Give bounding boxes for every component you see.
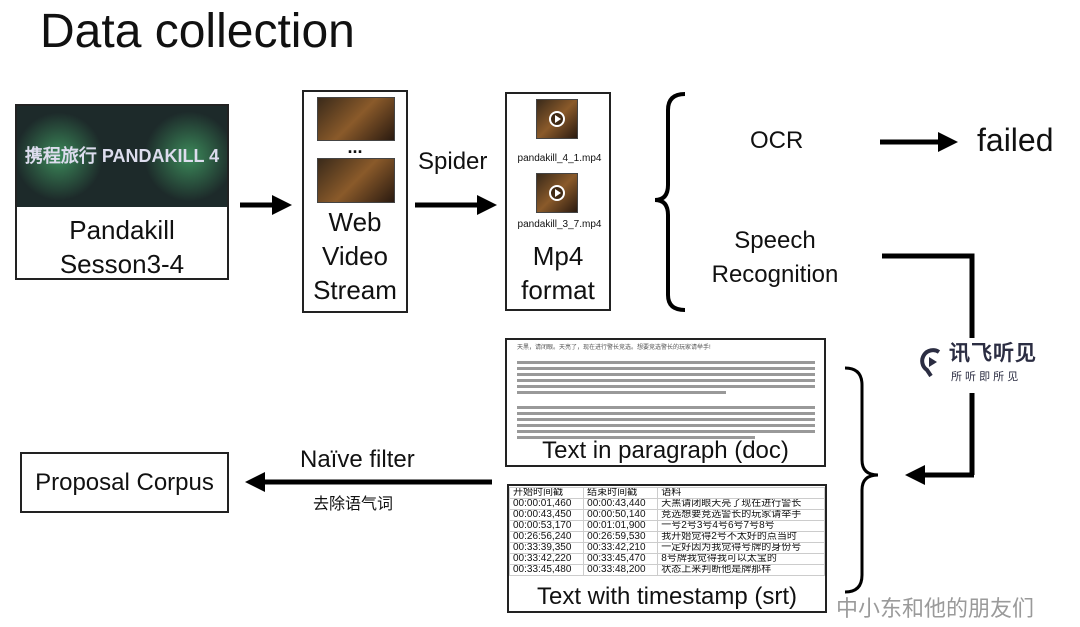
doc-paragraph-text <box>517 358 815 442</box>
doc-box: 天黑，请闭眼。天亮了，现在进行警长竞选。想要竞选警长的玩家请举手! Text i… <box>505 338 826 467</box>
srt-cell: 00:33:42,220 <box>508 553 585 565</box>
srt-cell: 我开始觉得2号不太好的点当时 <box>657 531 825 543</box>
web-video-box: ... Web Video Stream <box>302 90 408 313</box>
doc-first-line: 天黑，请闭眼。天亮了，现在进行警长竞选。想要竞选警长的玩家请举手! <box>517 345 711 351</box>
source-box: 携程旅行 PANDAKILL 4 Pandakill Sesson3-4 <box>15 104 229 280</box>
srt-cell: 00:01:01,900 <box>583 520 659 532</box>
mp4-line2: format <box>521 275 595 305</box>
source-line2: Sesson3-4 <box>59 249 185 279</box>
slide-title: Data collection <box>40 5 355 58</box>
mp4-thumbnail[interactable] <box>536 99 578 139</box>
play-icon <box>549 111 565 127</box>
watermark: 中小东和他的朋友们 <box>836 596 1035 621</box>
srt-cell: 一定好因为我觉得号牌的身份号 <box>657 542 825 554</box>
failed-label: failed <box>977 122 1054 158</box>
srt-cell: 00:26:59,530 <box>583 531 659 543</box>
mp4-file-name: pandakill_4_1.mp4 <box>517 153 602 164</box>
doc-caption: Text in paragraph (doc) <box>542 437 789 464</box>
srt-header-cell: 开始时间戳 <box>508 487 585 499</box>
srt-cell: 一号2号3号4号6号7号8号 <box>657 520 825 532</box>
filter-sub-label: 去除语气词 <box>313 496 394 513</box>
srt-cell: 00:33:39,350 <box>508 542 585 554</box>
pandakill-banner-image: 携程旅行 PANDAKILL 4 <box>17 106 227 207</box>
srt-cell: 00:00:50,140 <box>583 509 659 521</box>
srt-cell: 竞选想要竞选警长的玩家请举手 <box>657 509 825 521</box>
line-speech-to-logo <box>882 253 975 338</box>
ellipsis: ... <box>347 137 363 157</box>
brace-outputs <box>844 366 879 594</box>
srt-header-cell: 结束时间戳 <box>583 487 659 499</box>
srt-cell: 00:33:45,470 <box>583 553 659 565</box>
mp4-file-name: pandakill_3_7.mp4 <box>517 219 602 230</box>
srt-header-row: 开始时间戳结束时间戳语料 <box>508 487 825 499</box>
proposal-corpus-box: Proposal Corpus <box>20 452 229 513</box>
srt-cell: 天黑请闭眼天亮了现在进行警长 <box>657 498 825 510</box>
srt-cell: 00:00:43,440 <box>583 498 659 510</box>
srt-cell: 8号牌我觉得我可以太宝的 <box>657 553 825 565</box>
source-line1: Pandakill <box>69 215 175 245</box>
srt-cell: 00:00:43,450 <box>508 509 585 521</box>
srt-cell: 00:33:48,200 <box>583 564 659 576</box>
srt-cell: 00:26:56,240 <box>508 531 585 543</box>
web-line1: Web <box>328 207 382 237</box>
ocr-label: OCR <box>750 127 804 154</box>
play-icon <box>549 185 565 201</box>
web-line3: Stream <box>313 275 397 305</box>
mp4-line1: Mp4 <box>532 241 584 271</box>
video-thumbnail <box>317 158 395 203</box>
srt-header-cell: 语料 <box>657 487 825 499</box>
iflyrec-logo: 讯飞听见 所 听 即 所 见 <box>915 340 1045 392</box>
srt-cell: 状态上来判断他是牌那样 <box>657 564 825 576</box>
naive-filter-label: Naïve filter <box>300 446 415 473</box>
srt-cell: 00:33:45,480 <box>508 564 585 576</box>
srt-cell: 00:00:53,170 <box>508 520 585 532</box>
srt-cell: 00:33:42,210 <box>583 542 659 554</box>
brace-mp4 <box>654 92 686 312</box>
mp4-thumbnail[interactable] <box>536 173 578 213</box>
web-line2: Video <box>321 241 389 271</box>
ear-play-icon <box>920 348 941 378</box>
video-thumbnail <box>317 97 395 141</box>
spider-label: Spider <box>418 148 488 175</box>
srt-cell: 00:00:01,460 <box>508 498 585 510</box>
srt-caption: Text with timestamp (srt) <box>536 583 798 610</box>
mp4-box: pandakill_4_1.mp4 pandakill_3_7.mp4 Mp4 … <box>505 92 611 311</box>
